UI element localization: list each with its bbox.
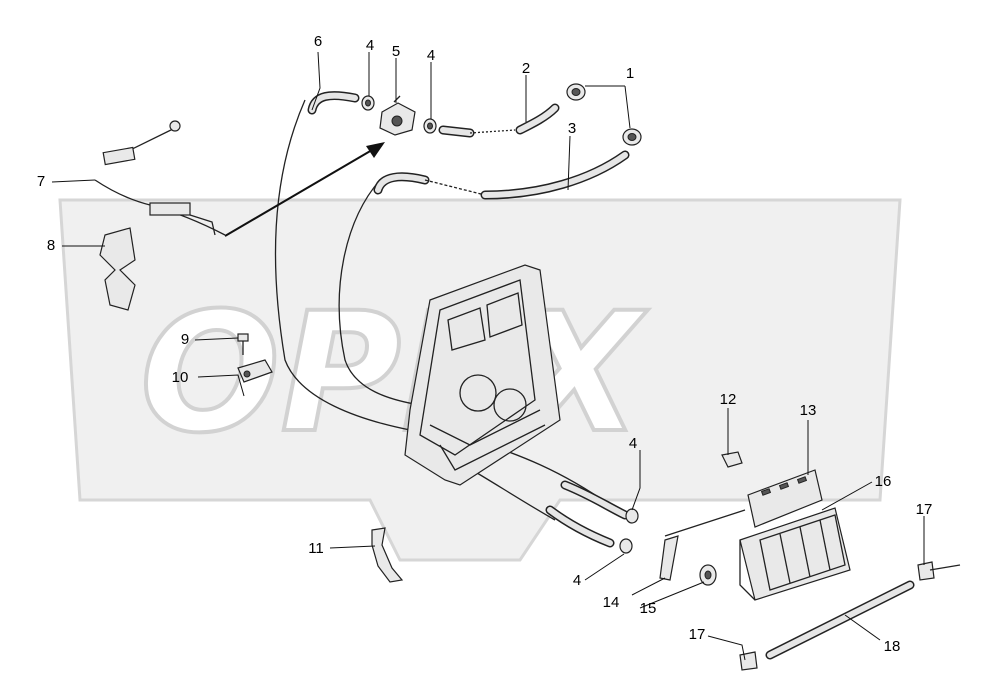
part-15-grommet	[699, 564, 717, 586]
callout-part-9: 9	[181, 331, 189, 348]
part-4-clamp-top-left	[361, 95, 375, 111]
callout-part-4-b: 4	[427, 47, 435, 64]
part-17-bracket-right	[917, 561, 961, 581]
part-17-bracket-left	[739, 651, 758, 671]
callout-part-4-c: 4	[629, 435, 637, 452]
assembly-arrow	[224, 142, 385, 237]
part-16-heater-core	[739, 507, 851, 601]
callout-part-11: 11	[308, 540, 324, 557]
part-9-bolt	[237, 333, 249, 355]
callout-part-10: 10	[172, 369, 189, 386]
part-8-clip	[99, 227, 136, 311]
callout-part-12: 12	[720, 391, 737, 408]
callout-part-2: 2	[522, 60, 530, 77]
watermark-text: OPEX	[140, 277, 648, 469]
dashboard-panel	[404, 264, 561, 486]
part-7-control-cable	[94, 120, 226, 236]
hose-line-left	[274, 99, 411, 431]
lower-hose-left	[545, 505, 615, 548]
callout-part-7: 7	[37, 173, 45, 190]
callout-part-3: 3	[568, 120, 576, 137]
hose-line-mid	[338, 179, 421, 406]
lower-hose-right	[560, 480, 630, 520]
part-4-clamp-top-right	[423, 118, 437, 134]
callout-part-5: 5	[392, 43, 400, 60]
part-18-rod	[765, 580, 915, 660]
part-11-bracket	[371, 527, 404, 583]
part-12-clip	[721, 451, 743, 468]
callout-part-4-a: 4	[366, 37, 374, 54]
callout-part-16: 16	[875, 473, 892, 490]
part-5-valve	[379, 95, 416, 136]
part-14-rod	[659, 509, 746, 581]
callout-part-14: 14	[603, 594, 620, 611]
callout-1-part-6: 6	[314, 33, 322, 50]
callout-part-17-b: 17	[689, 626, 706, 643]
callout-part-1: 1	[626, 65, 634, 82]
part-13-plate	[747, 469, 823, 528]
part-3-hose	[424, 150, 630, 200]
callout-part-15: 15	[640, 600, 657, 617]
part-4-clamp-lower-upper	[625, 508, 639, 524]
hose-elbow-upper-mid	[373, 172, 430, 195]
callout-part-18: 18	[884, 638, 901, 655]
callout-part-13: 13	[800, 402, 817, 419]
part-6-hose-elbow	[307, 91, 360, 115]
part-2-hose	[438, 103, 560, 138]
part-4-clamp-lower-lower	[619, 538, 633, 554]
callout-part-17-a: 17	[916, 501, 933, 518]
callout-part-8: 8	[47, 237, 55, 254]
part-1-grommets	[566, 83, 642, 146]
leader-lines	[51, 51, 925, 661]
callout-part-4-d: 4	[573, 572, 581, 589]
part-10-clamp	[237, 359, 273, 383]
